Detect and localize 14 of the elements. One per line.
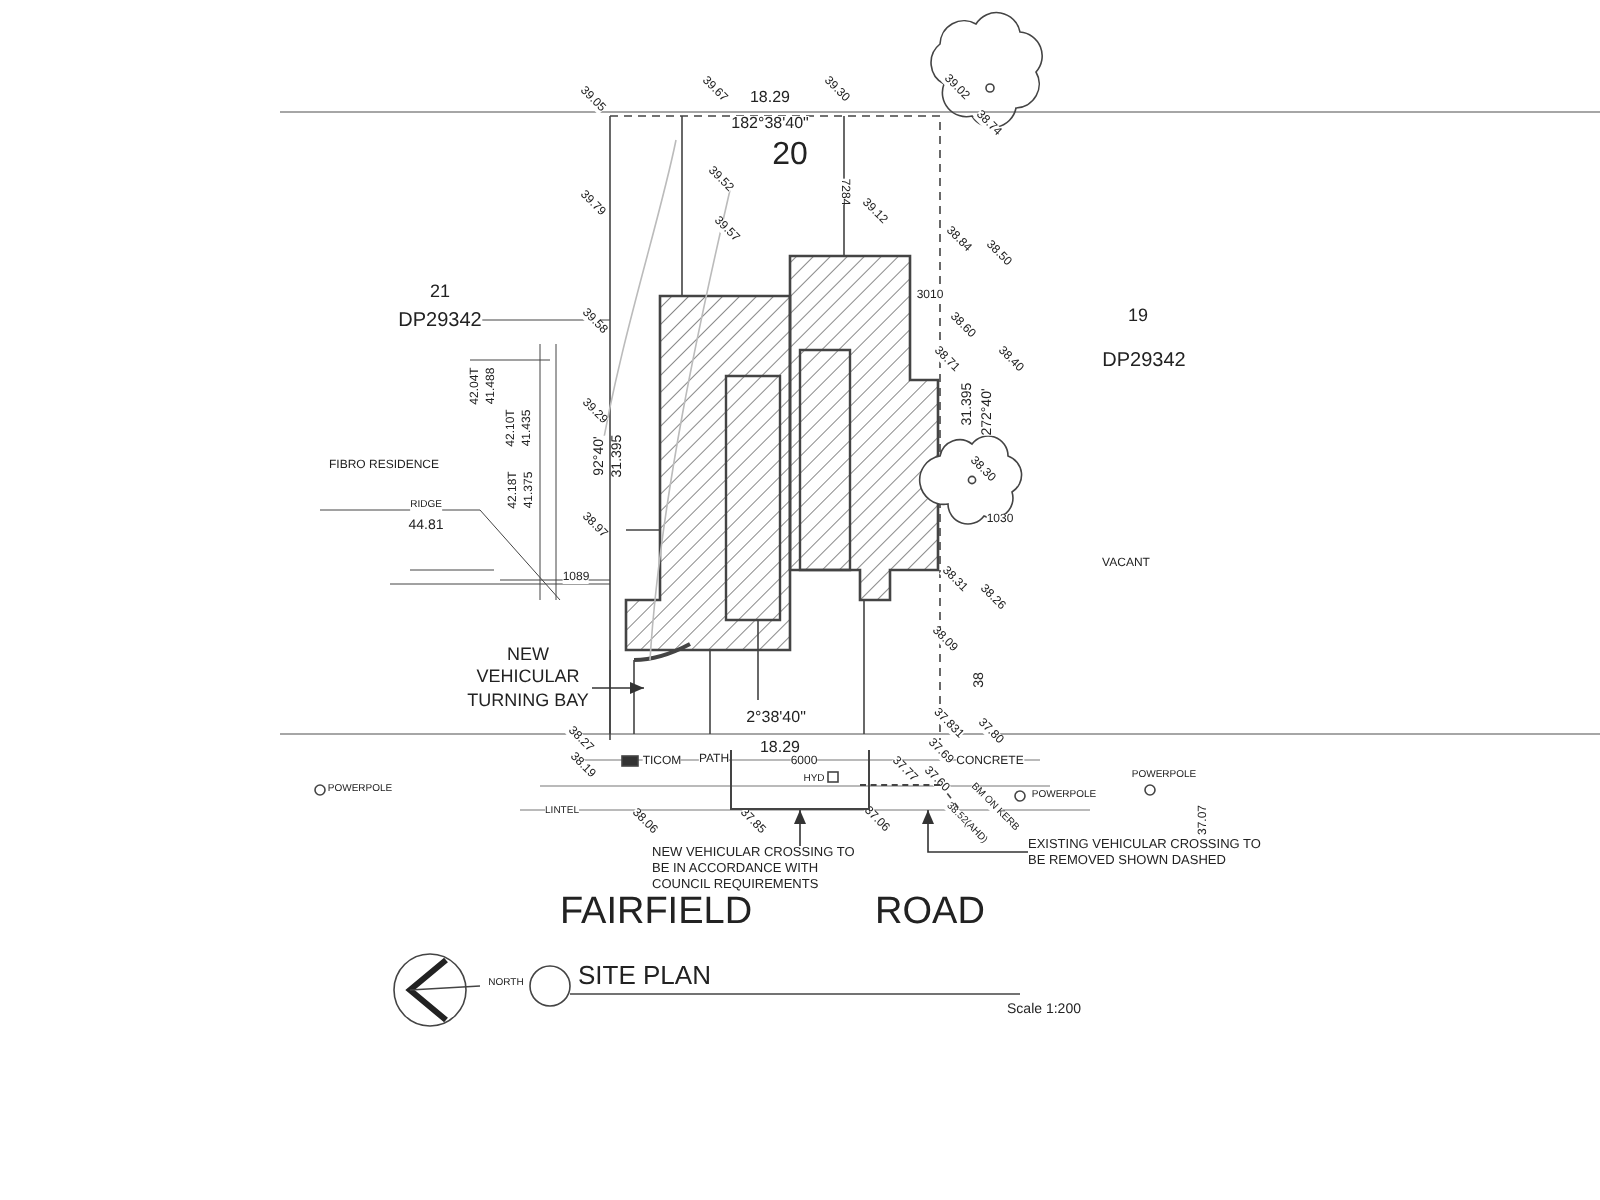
plan-label: DP29342 xyxy=(1102,352,1186,372)
plan-label: DP29342 xyxy=(398,312,482,332)
leader-line xyxy=(794,809,806,847)
vehicle-crossing-outline xyxy=(730,750,870,810)
plan-label: 21 xyxy=(430,283,450,301)
note-text: NEW VEHICULAR TURNING BAY xyxy=(464,644,592,712)
plan-label: 19 xyxy=(1128,307,1148,325)
plan-label: 2°38'40" xyxy=(746,710,806,726)
plan-label: 18.29 xyxy=(759,740,801,756)
plan-label: 18.29 xyxy=(749,90,791,106)
leader-line xyxy=(922,809,1029,853)
plan-label: 182°38'40" xyxy=(731,116,809,132)
plan-title: SITE PLAN xyxy=(578,962,711,988)
leader-line xyxy=(591,682,645,694)
